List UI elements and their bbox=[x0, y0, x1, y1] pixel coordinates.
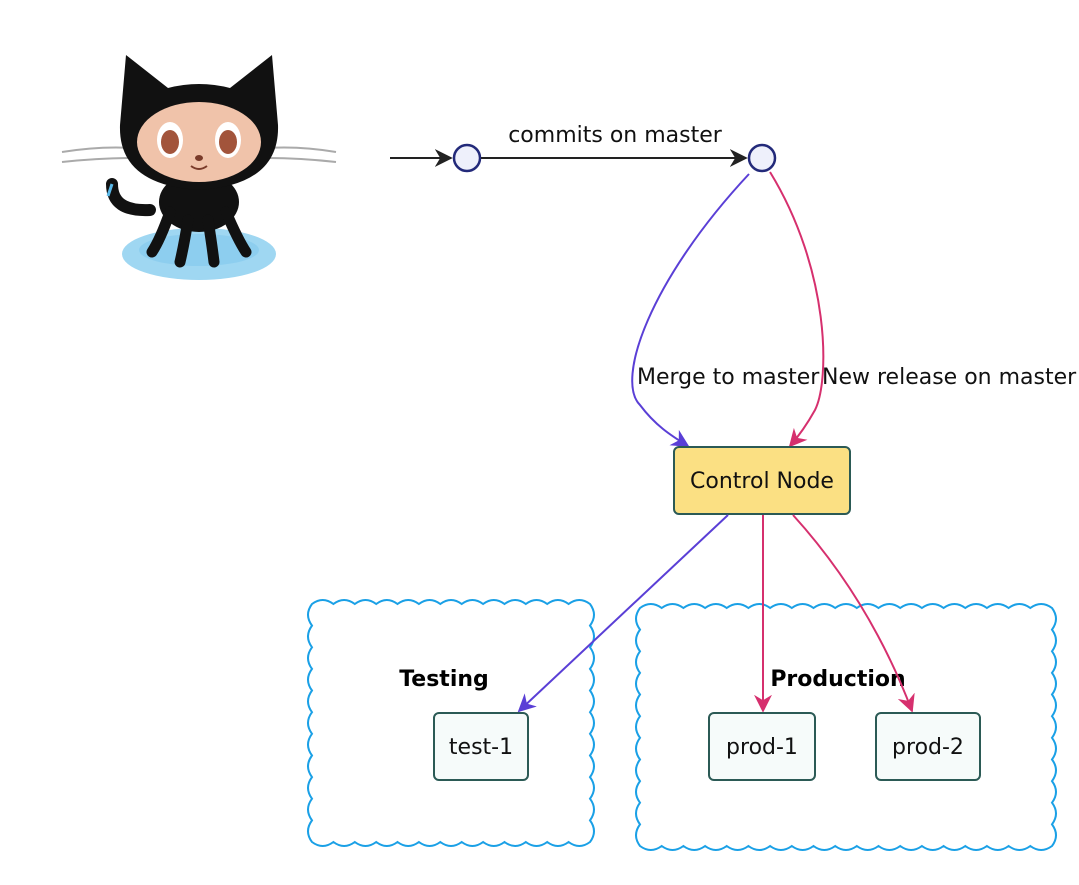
testing-cloud bbox=[307, 599, 595, 847]
new-release-edge bbox=[769, 171, 825, 448]
github-octocat-icon bbox=[61, 55, 337, 280]
deploy-to-test-1-edge bbox=[517, 514, 729, 713]
prod-1-node bbox=[708, 712, 816, 781]
new-release-label: New release on master bbox=[822, 365, 1077, 390]
merge-to-master-label: Merge to master bbox=[637, 365, 820, 390]
prod-2-node bbox=[875, 712, 981, 781]
test-1-label: test-1 bbox=[449, 735, 513, 760]
deploy-to-prod-2-edge bbox=[792, 514, 915, 713]
merge-to-master-edge bbox=[631, 173, 750, 447]
commit-node-1 bbox=[452, 143, 482, 173]
prod-2-label: prod-2 bbox=[892, 735, 964, 760]
commits-on-master-label: commits on master bbox=[508, 123, 723, 148]
production-group-label: Production bbox=[770, 667, 905, 692]
production-cloud bbox=[635, 603, 1057, 851]
control-node-label: Control Node bbox=[690, 469, 834, 494]
testing-group-label: Testing bbox=[399, 667, 489, 692]
prod-1-label: prod-1 bbox=[726, 735, 798, 760]
test-1-node bbox=[433, 712, 529, 781]
control-node bbox=[673, 446, 851, 515]
cloud-outline bbox=[307, 599, 595, 847]
cloud-outline bbox=[635, 603, 1057, 851]
commit-node-2 bbox=[747, 143, 777, 173]
